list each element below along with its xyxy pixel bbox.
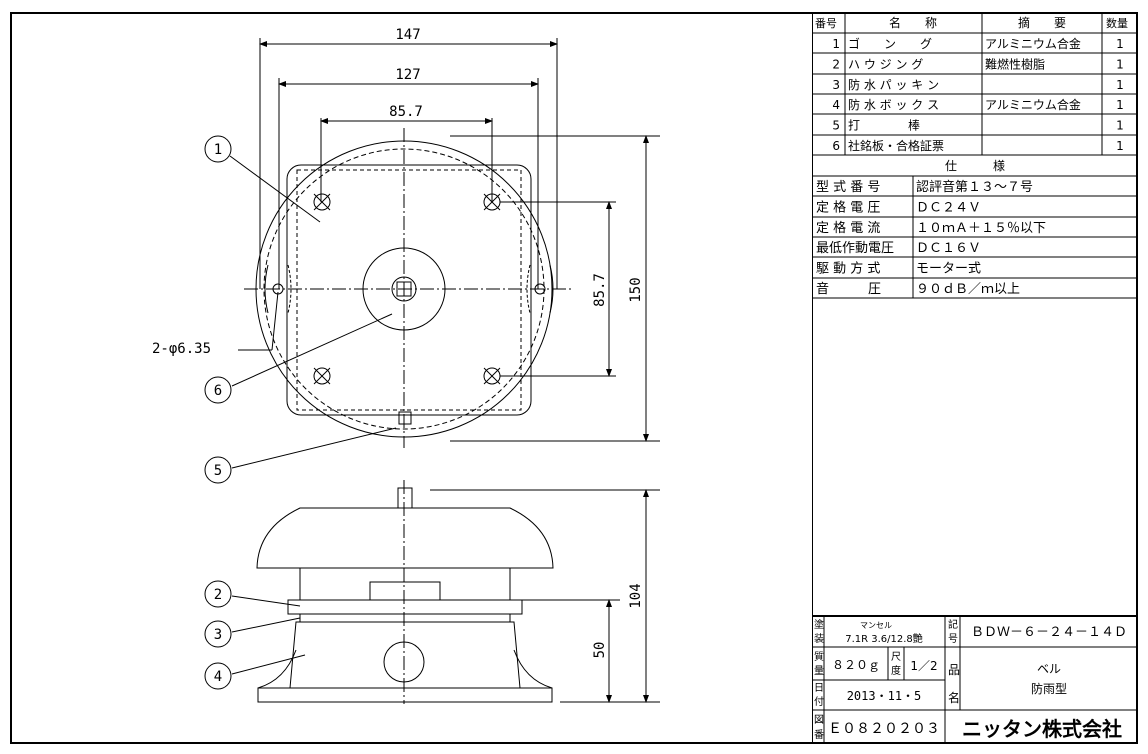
spec-value: ＤＣ１６Ｖ [916, 241, 981, 256]
paint-label-2: 装 [814, 632, 824, 645]
part-no: 4 [832, 98, 840, 112]
dim-holes: 2-φ6.35 [152, 341, 211, 357]
callout-5: 5 [214, 463, 222, 479]
part-qty: 1 [1116, 98, 1124, 112]
mounting-box-outline [286, 164, 532, 416]
nameplate-tab [398, 411, 412, 425]
part-name: ゴ ン グ [848, 36, 932, 51]
company-logo: ニッタン株式会社 [962, 717, 1122, 741]
symbol-label-2: 号 [948, 633, 958, 645]
spec-value: ９０ｄＢ／ｍ以上 [916, 282, 1020, 297]
date-label-1: 日 [814, 683, 824, 694]
dim-85-7-top: 85.7 [389, 104, 423, 120]
parts-header-qty: 数量 [1106, 17, 1128, 30]
spec-label: 最低作動電圧 [816, 241, 894, 256]
part-no: 3 [832, 78, 840, 92]
spec-label: 音 圧 [816, 281, 881, 297]
product-name: ベル [1037, 662, 1061, 676]
base-plate [257, 687, 553, 703]
parts-header-name: 名 称 [889, 15, 937, 30]
callout-circles [204, 135, 232, 690]
technical-drawing: 147 127 85.7 2-φ6.35 150 85.7 104 50 1 2… [152, 27, 660, 704]
part-name: 社銘板・合格証票 [848, 138, 944, 153]
symbol-value: ＢＤＷ－６－２４－１４Ｄ [971, 625, 1127, 640]
housing-side [287, 599, 523, 615]
part-qty: 1 [1116, 78, 1124, 92]
date-label-2: 付 [814, 695, 824, 708]
part-name: 打 棒 [848, 119, 920, 133]
name-label: 名 [948, 690, 960, 705]
dim-85-7-side: 85.7 [592, 273, 608, 307]
dim-104: 104 [628, 583, 644, 608]
top-view [244, 38, 660, 448]
parts-header-no: 番号 [815, 17, 837, 30]
part-qty: 1 [1116, 57, 1124, 71]
box-hidden-outline [296, 169, 522, 411]
spec-label: 定 格 電 圧 [816, 199, 880, 215]
center-lines [244, 128, 574, 448]
spec-label: 定 格 電 流 [816, 220, 880, 236]
spec-value: モーター式 [916, 262, 981, 277]
scale-label-2: 度 [891, 664, 901, 677]
part-qty: 1 [1116, 139, 1124, 153]
mass-label-1: 質 [814, 650, 824, 663]
side-view [256, 480, 660, 704]
date-value: 2013・11・5 [847, 689, 922, 703]
part-no: 2 [832, 57, 840, 71]
leader-lines [229, 155, 397, 675]
gong-side [256, 507, 554, 569]
part-no: 1 [832, 37, 840, 51]
part-qty: 1 [1116, 119, 1124, 133]
spec-label: 型 式 番 号 [816, 180, 880, 195]
spec-label: 駆 動 方 式 [816, 261, 880, 277]
product-sub: 防雨型 [1031, 681, 1067, 696]
dim-147: 147 [395, 27, 420, 43]
parts-header-summary: 摘 要 [1018, 15, 1066, 30]
spec-value: 認評音第１３～７号 [916, 179, 1033, 195]
part-name: ハ ウ ジ ン グ [848, 57, 923, 71]
part-name: 防 水 パ ッ キ ン [848, 77, 939, 92]
scale-value: 1／2 [910, 659, 937, 673]
spec-value: １０ｍＡ＋１５％以下 [916, 221, 1046, 236]
paint-munsell: マンセル [860, 621, 892, 630]
mass-value: ８２０ｇ [832, 658, 880, 672]
drawing-no-label-2: 番 [814, 729, 824, 741]
mass-label-2: 量 [814, 665, 824, 677]
spec-rows: 型 式 番 号 認評音第１３～７号定 格 電 圧 ＤＣ２４Ｖ 定 格 電 流 １０ｍＡ＋… [816, 179, 1046, 297]
part-no: 6 [832, 139, 840, 153]
dim-127: 127 [395, 67, 420, 83]
callout-2: 2 [214, 587, 222, 603]
paint-value: 7.1R 3.6/12.8艶 [845, 632, 923, 645]
part-qty: 1 [1116, 37, 1124, 51]
title-block-grid [812, 615, 1138, 744]
spec-value: ＤＣ２４Ｖ [916, 200, 981, 215]
drawing-no-label-1: 図 [814, 714, 824, 726]
dim-50: 50 [592, 642, 608, 659]
part-no: 5 [832, 119, 840, 133]
spec-header: 仕 様 [945, 159, 1005, 173]
packing-side [299, 613, 511, 623]
callout-1: 1 [214, 142, 222, 158]
callout-4: 4 [214, 669, 222, 685]
part-summary: 難燃性樹脂 [985, 56, 1045, 71]
spec-grid [812, 176, 1138, 299]
paint-label-1: 塗 [814, 618, 824, 631]
part-name: 防 水 ボ ッ ク ス [848, 97, 939, 112]
drawing-frame [10, 12, 1138, 744]
waterproof-box-side [289, 621, 521, 689]
symbol-label-1: 記 [948, 618, 958, 631]
callout-3: 3 [214, 627, 222, 643]
callout-6: 6 [214, 383, 222, 399]
scale-label-1: 尺 [891, 651, 901, 663]
parts-grid [812, 12, 1138, 177]
part-summary: アルミニウム合金 [985, 97, 1081, 112]
item-label: 品 [948, 663, 960, 677]
drawing-no-value: Ｅ０８２０２０３ [828, 721, 940, 737]
dim-150: 150 [628, 277, 644, 302]
part-summary: アルミニウム合金 [985, 36, 1081, 51]
